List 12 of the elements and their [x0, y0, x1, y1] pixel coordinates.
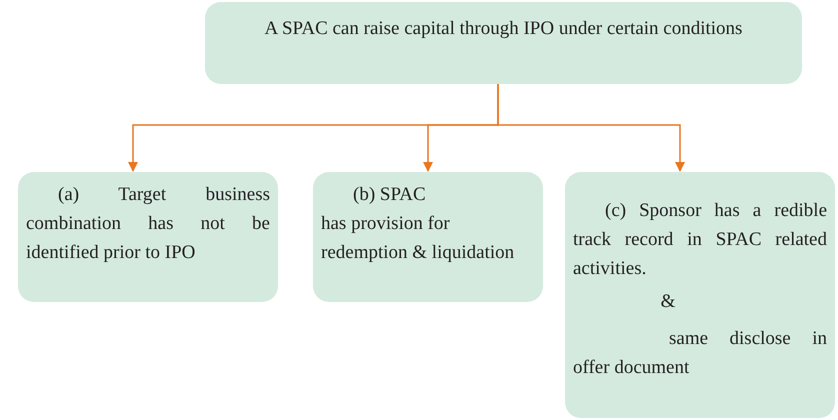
process-box [565, 172, 835, 418]
node-text: has provision for redemption & liquidation [321, 212, 516, 265]
process-box [18, 172, 278, 302]
process-box [313, 172, 543, 302]
node-text: (c) Sponsor has a redible track record in SPAC related activities. [573, 199, 827, 281]
node-text: A SPAC can raise capital through IPO under certain conditions [264, 17, 744, 41]
node-text: (a) Target business combination has not be identified prior to IPO [26, 183, 270, 265]
arrow [497, 84, 685, 172]
node-text: (b) SPAC [352, 183, 427, 207]
node-text: same disclose in offer document [573, 327, 827, 380]
process-box [205, 2, 802, 84]
node-text: & [660, 290, 676, 314]
